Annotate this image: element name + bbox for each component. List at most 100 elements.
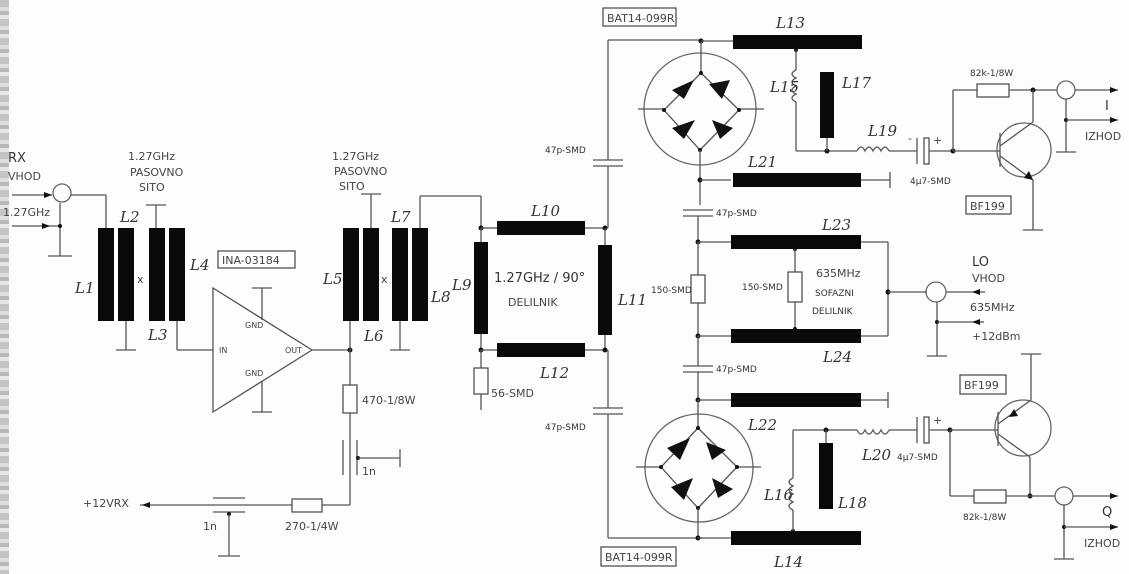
q-label: Q (1102, 505, 1112, 520)
transistor-Q-icon (994, 399, 1052, 457)
label-L10: L10 (530, 202, 561, 220)
label-L6: L6 (363, 327, 384, 345)
amplifier-ina03184: INA-03184 IN OUT GND GND (212, 250, 353, 414)
label-L2: L2 (119, 208, 140, 226)
mixer-bottom-part-box (600, 546, 677, 567)
i-arrow2-icon (1110, 117, 1118, 123)
filter1-line2: SITO (139, 181, 165, 194)
bandpass-filter-2: 1.27GHz PASOVNO SITO x L5 L6 L7 L8 (322, 150, 482, 385)
strip-L8 (412, 228, 428, 321)
mixer-bottom-part: BAT14-099R (605, 551, 673, 564)
inductor-L19-icon (856, 146, 890, 153)
label-L24: L24 (822, 348, 852, 366)
strip-L7 (392, 228, 408, 321)
cap-mid1-label: 47p-SMD (716, 209, 757, 219)
termination-label: 56-SMD (491, 387, 534, 400)
mixer-top-part: BAT14-099R (607, 12, 675, 25)
rx-arrow2-icon (42, 223, 50, 229)
lo-label: LO (972, 255, 989, 270)
strip-L22 (731, 393, 861, 407)
lo-connector-icon (925, 281, 947, 303)
label-L11: L11 (617, 291, 647, 309)
label-L22: L22 (747, 416, 777, 434)
label-L16: L16 (763, 486, 794, 504)
diode-ring-bottom (644, 413, 754, 523)
mixer-feeds: 47p-SMD 47p-SMD (545, 39, 703, 539)
lo-splitter-freq: 635MHz (816, 267, 861, 280)
label-L14: L14 (773, 553, 803, 571)
diode-icon (706, 442, 726, 460)
diode-icon (672, 80, 694, 99)
strip-L3 (149, 228, 165, 321)
quadrature-splitter: L9 L10 L11 L12 1.27GHz / 90° DELILNIK 56… (451, 202, 647, 410)
diode-icon (672, 120, 695, 139)
q-connector-icon (1054, 486, 1074, 506)
strip-L11 (598, 245, 612, 335)
lo-freq: 635MHz (970, 301, 1015, 314)
i-res-label: 82k-1/8W (970, 69, 1013, 79)
resistor-150-mid (787, 271, 803, 303)
strip-L1 (98, 228, 114, 321)
choke1-label: 1n (362, 465, 376, 478)
i-transistor: BF199 (970, 200, 1005, 213)
amp-out: OUT (285, 346, 302, 355)
supply-arrow-icon (142, 502, 150, 508)
label-L18: L18 (837, 494, 867, 512)
amp-part: INA-03184 (222, 254, 280, 267)
scan-edge (0, 0, 9, 574)
bandpass-filter-1: 1.27GHz PASOVNO SITO x L1 L2 L3 L4 (74, 150, 213, 351)
i-cap-label: 4μ7-SMD (910, 177, 951, 187)
lo-splitter-line1: SOFAZNI (815, 289, 854, 299)
resistor-270 (291, 498, 323, 513)
filter1-freq: 1.27GHz (128, 150, 175, 163)
resistor-150-left (690, 274, 706, 304)
rx-arrow-icon (44, 192, 52, 198)
svg-text:+: + (933, 414, 942, 427)
inductor-L15-icon (791, 69, 798, 103)
res-left-label-text: 150-SMD (651, 286, 692, 296)
q-sublabel: IZHOD (1084, 537, 1120, 550)
splitter90-line2: DELILNIK (508, 296, 558, 309)
strip-L12 (497, 343, 585, 357)
q-res-label: 82k-1/8W (963, 513, 1006, 523)
strip-L14 (731, 531, 861, 545)
mixer-top-strips: L13 L15 L17 L19 L21 (733, 14, 917, 188)
splitter90-line1: 1.27GHz / 90° (494, 271, 585, 286)
filter2-line1: PASOVNO (334, 165, 388, 178)
resistor-56 (473, 367, 489, 395)
label-L8: L8 (430, 288, 451, 306)
label-L21: L21 (747, 153, 777, 171)
strip-L6 (363, 228, 379, 321)
diode-icon (709, 80, 730, 99)
filter1-cross: x (137, 273, 144, 286)
cap-bottom-label: 47p-SMD (545, 423, 586, 433)
i-transistor-box (965, 195, 1012, 215)
lo-arrow-icon (972, 289, 980, 295)
q-output-stage: + 4μ7-SMD BF199 82k-1/8W (897, 353, 1120, 560)
label-L9: L9 (451, 276, 472, 294)
label-L23: L23 (821, 216, 851, 234)
filter2-freq: 1.27GHz (332, 150, 379, 163)
filter1-line1: PASOVNO (130, 166, 184, 179)
q-transistor-box (959, 374, 1007, 395)
label-L20: L20 (861, 446, 892, 464)
q-arrow2-icon (1110, 524, 1118, 530)
q-cap-label: 4μ7-SMD (897, 453, 938, 463)
inphase-splitter: 47p-SMD L23 150-SMD L24 150-SMD 635MHz S… (651, 209, 927, 400)
label-L13: L13 (775, 14, 805, 32)
transistor-I-icon (996, 122, 1052, 178)
strip-L10 (497, 221, 585, 235)
lo-level: +12dBm (972, 330, 1020, 343)
rx-label: RX (8, 151, 26, 166)
svg-text:+: + (933, 134, 942, 147)
strip-L9 (474, 242, 488, 334)
label-L19: L19 (867, 122, 898, 140)
supply-label: +12VRX (83, 497, 129, 510)
i-output-stage: - + 4μ7-SMD 82k-1/8W BF199 (908, 69, 1121, 231)
diode-icon (712, 478, 733, 498)
lo-splitter-line2: DELILNIK (812, 307, 854, 317)
strip-L23 (731, 235, 861, 249)
i-arrow-icon (1110, 87, 1118, 93)
filter2-line2: SITO (339, 180, 365, 193)
cap-mid2-label: 47p-SMD (716, 365, 757, 375)
